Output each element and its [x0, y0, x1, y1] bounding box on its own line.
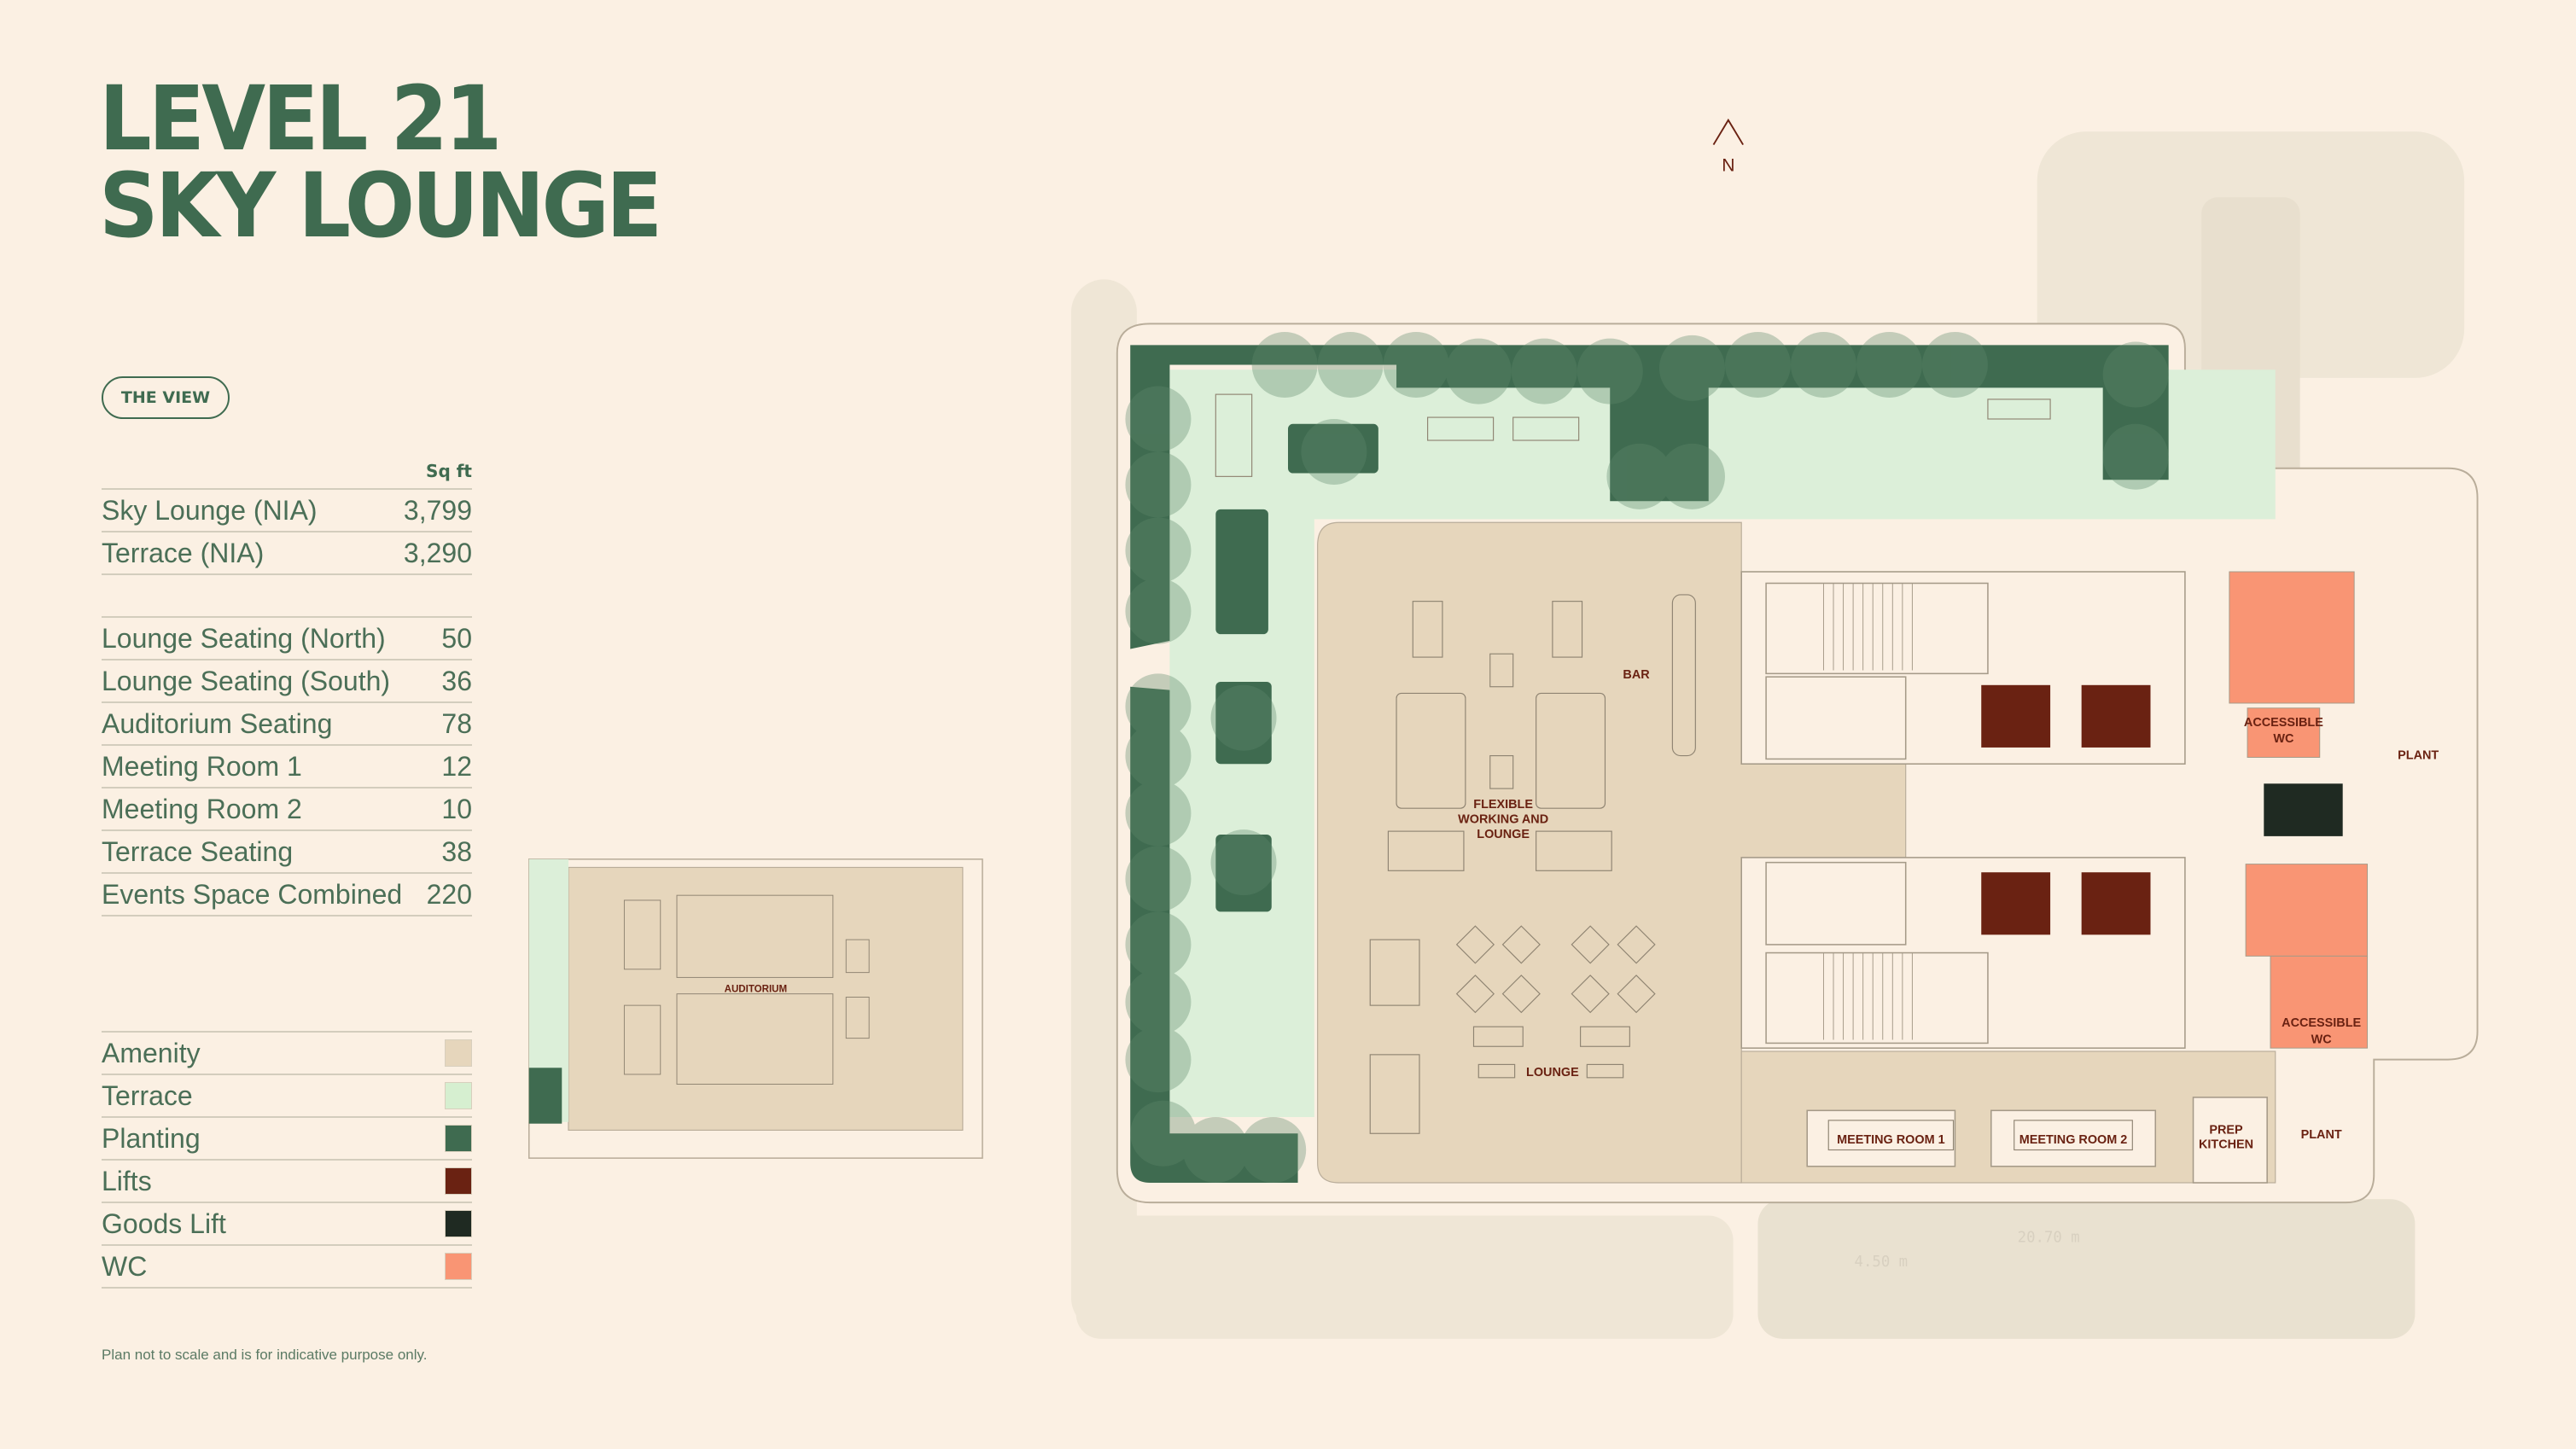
legend-label: Goods Lift — [102, 1208, 226, 1239]
legend-label: WC — [102, 1250, 148, 1282]
capacity-row: Meeting Room 1 12 — [102, 744, 472, 787]
capacity-row: Terrace Seating 38 — [102, 829, 472, 872]
legend-label: Terrace — [102, 1079, 193, 1111]
the-view-button[interactable]: THE VIEW — [102, 376, 230, 419]
capacity-row: Lounge Seating (North) 50 — [102, 616, 472, 659]
legend-item-wc: WC — [102, 1244, 472, 1289]
legend-swatch — [445, 1253, 472, 1280]
north-label: N — [1722, 155, 1734, 175]
legend-swatch — [445, 1082, 472, 1109]
capacity-value: 38 — [441, 835, 472, 867]
label-accessible-wc-2: ACCESSIBLE — [2282, 1016, 2361, 1030]
capacity-value: 78 — [441, 707, 472, 739]
label-flex-1: FLEXIBLE — [1473, 798, 1533, 812]
label-plant-south: PLANT — [2301, 1128, 2342, 1142]
north-arrow-icon — [1712, 118, 1744, 146]
capacity-row: Auditorium Seating 78 — [102, 701, 472, 744]
title-line-1: LEVEL 21 — [99, 67, 502, 171]
capacity-value: 220 — [426, 878, 472, 910]
label-accessible-wc-1: ACCESSIBLE — [2244, 716, 2323, 730]
label-meeting-room-1: MEETING ROOM 1 — [1837, 1133, 1945, 1147]
capacity-value: 36 — [441, 665, 472, 696]
label-accessible-wc-2b: WC — [2311, 1033, 2333, 1046]
capacity-value: 12 — [441, 750, 472, 782]
dimension-width: 20.70 m — [2018, 1229, 2080, 1246]
building-core — [1740, 571, 2268, 1184]
title-line-2: SKY LOUNGE — [99, 154, 662, 258]
capacity-row: Lounge Seating (South) 36 — [102, 659, 472, 701]
legend-item-terrace: Terrace — [102, 1074, 472, 1116]
legend-item-amenity: Amenity — [102, 1031, 472, 1074]
capacity-value: 10 — [441, 793, 472, 824]
legend-label: Amenity — [102, 1037, 201, 1068]
area-value: 3,290 — [403, 537, 472, 568]
capacity-row: Meeting Room 2 10 — [102, 787, 472, 829]
legend-item-lifts: Lifts — [102, 1159, 472, 1202]
label-bar: BAR — [1623, 668, 1650, 682]
label-plant-east: PLANT — [2398, 748, 2439, 762]
tree-canopies — [1125, 331, 2169, 1184]
goods-lift — [2264, 783, 2343, 836]
area-row: Terrace (NIA) 3,290 — [102, 531, 472, 575]
area-label: Terrace (NIA) — [102, 537, 265, 568]
wc-areas — [2229, 571, 2369, 1049]
footnote: Plan not to scale and is for indicative … — [102, 1347, 428, 1363]
label-auditorium: AUDITORIUM — [725, 985, 787, 995]
stair-treads — [1822, 583, 1913, 1040]
unit-header: Sq ft — [426, 461, 472, 481]
label-prep-2: KITCHEN — [2199, 1138, 2253, 1152]
label-lounge: LOUNGE — [1526, 1066, 1579, 1079]
page-title: LEVEL 21 SKY LOUNGE — [99, 67, 662, 258]
legend-item-planting: Planting — [102, 1116, 472, 1159]
dimension-offset: 4.50 m — [1855, 1254, 1909, 1271]
capacity-label: Auditorium Seating — [102, 707, 333, 739]
area-value: 3,799 — [403, 494, 472, 526]
capacity-label: Meeting Room 1 — [102, 750, 302, 782]
auditorium-inset — [527, 858, 983, 1159]
capacity-value: 50 — [441, 622, 472, 654]
legend-swatch — [445, 1167, 472, 1195]
label-prep-1: PREP — [2209, 1123, 2243, 1137]
capacity-label: Meeting Room 2 — [102, 793, 302, 824]
capacity-label: Events Space Combined — [102, 878, 403, 910]
label-flex-3: LOUNGE — [1477, 828, 1530, 841]
lifts — [1981, 684, 2151, 935]
legend-label: Planting — [102, 1122, 201, 1154]
area-row: Sky Lounge (NIA) 3,799 — [102, 488, 472, 531]
capacity-label: Lounge Seating (South) — [102, 665, 391, 696]
legend-swatch — [445, 1210, 472, 1237]
area-table: Sky Lounge (NIA) 3,799 Terrace (NIA) 3,290 — [102, 488, 472, 575]
legend-swatch — [445, 1125, 472, 1152]
label-meeting-room-2: MEETING ROOM 2 — [2019, 1133, 2128, 1147]
legend-item-goods-lift: Goods Lift — [102, 1202, 472, 1244]
legend-swatch — [445, 1039, 472, 1067]
legend: Amenity Terrace Planting Lifts Goods Lif… — [102, 1031, 472, 1289]
label-flex-2: WORKING AND — [1458, 812, 1548, 826]
legend-label: Lifts — [102, 1165, 152, 1196]
label-accessible-wc-1b: WC — [2273, 732, 2294, 746]
capacity-label: Terrace Seating — [102, 835, 294, 867]
capacity-row: Events Space Combined 220 — [102, 872, 472, 917]
area-label: Sky Lounge (NIA) — [102, 494, 318, 526]
capacity-label: Lounge Seating (North) — [102, 622, 386, 654]
capacity-table: Lounge Seating (North) 50 Lounge Seating … — [102, 616, 472, 917]
furniture — [1215, 393, 2133, 1151]
